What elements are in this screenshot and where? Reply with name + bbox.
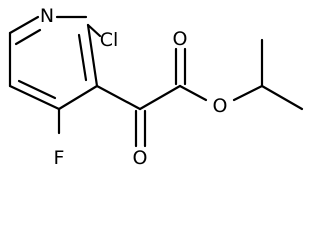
bond-ch-me2 — [260, 84, 304, 111]
atom-label-cl: Cl — [100, 29, 119, 51]
bond-c2-cl — [86, 23, 102, 38]
bond-c3-c4 — [57, 84, 99, 111]
bond-c6-n1-inner — [14, 28, 42, 46]
bond-c4-c5 — [8, 84, 61, 111]
atom-label-o-ether: O — [213, 95, 228, 117]
bond-c6-n1 — [8, 15, 40, 35]
molecule-structure: N Cl F O O O — [8, 5, 304, 169]
bond-cketone-cester — [138, 84, 182, 111]
bond-c4-c5-inner — [17, 79, 57, 100]
bond-c2-c3 — [86, 23, 99, 88]
pyridine-ring — [8, 15, 99, 111]
atom-label-o-ester: O — [173, 28, 188, 50]
bond-cester-oether — [178, 84, 208, 102]
bond-oether-ch — [232, 84, 264, 102]
atom-label-o-ketone: O — [133, 147, 148, 169]
atom-label-n: N — [40, 5, 54, 27]
atom-label-f: F — [54, 147, 65, 169]
bond-c2-c3-inner — [77, 33, 88, 82]
bond-c3-cketone — [95, 84, 142, 111]
